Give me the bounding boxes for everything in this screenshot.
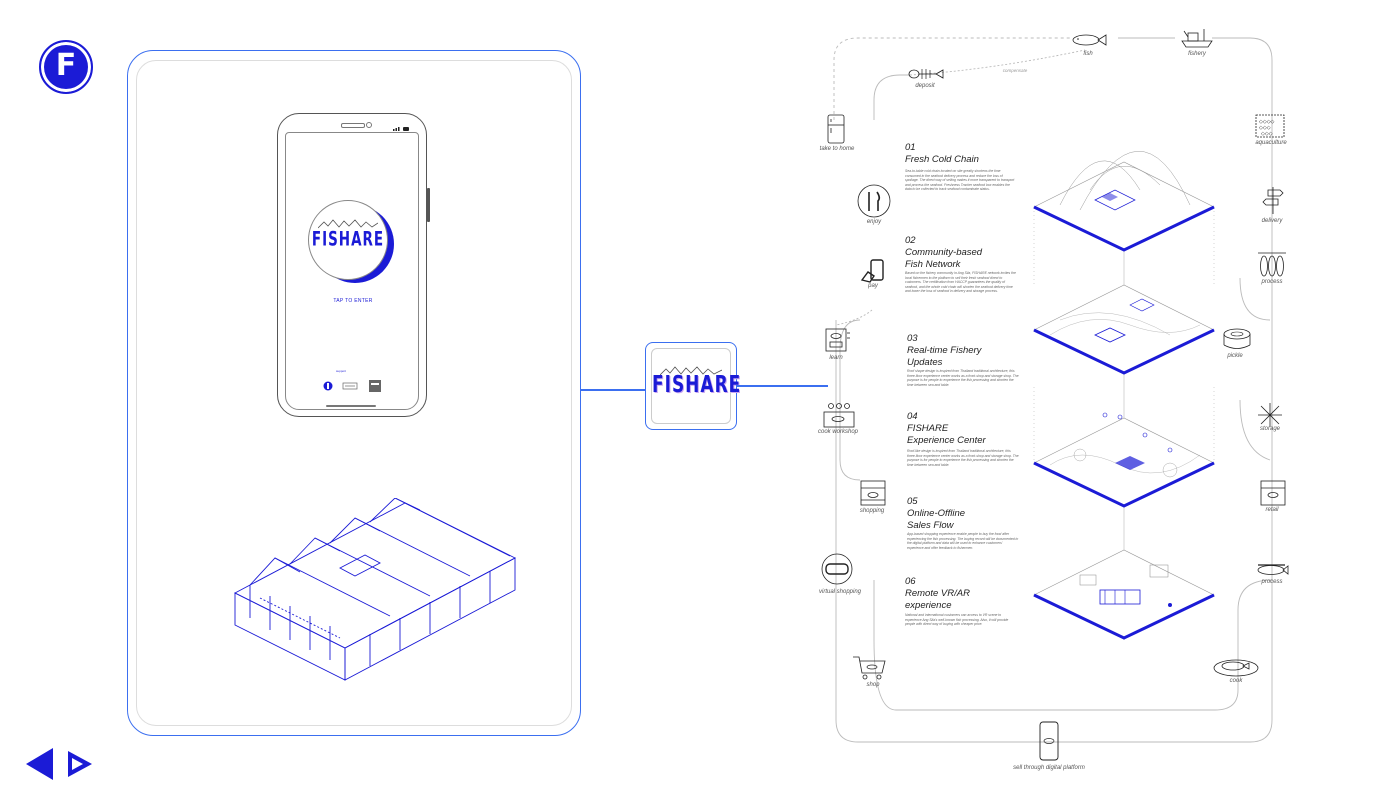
app-splash-title: FISHARE [311,227,385,251]
mockup-frame [127,50,581,736]
node-label-sell-digital: sell through digital platform [1013,765,1085,771]
node-label-cook-workshop: cook workshop [817,429,859,435]
node-label-delivery: delivery [1261,218,1283,224]
fork-knife-icon[interactable] [857,184,891,218]
svg-text:◇◇◇: ◇◇◇ [1261,131,1273,137]
node-label-fish: fish [1083,51,1093,57]
section-title: Community-based Fish Network [905,247,983,270]
fish-icon[interactable] [1071,33,1107,47]
node-label-process-1: process [1261,279,1283,285]
section-number: 04 [907,411,918,422]
section-title: Real-time Fishery Updates [907,345,982,368]
node-label-shopping: shopping [859,508,885,514]
shop-front-icon[interactable] [860,480,886,506]
section-body: Based on the fishery community in Ang Si… [905,271,1016,294]
mountain-icon [660,366,722,376]
partner-logos [323,380,381,392]
shopping-cart-icon[interactable] [852,655,886,681]
hanging-fish-icon[interactable] [1257,251,1287,279]
badge-letter: F [55,48,77,83]
node-label-virtual-shopping: virtual shopping [818,589,862,595]
phone-side-button [427,188,430,222]
svg-text:◇◇◇◇: ◇◇◇◇ [1259,119,1275,125]
section-number: 05 [907,496,918,507]
pay-phone-hand-icon[interactable] [860,258,886,284]
next-arrow-hole [72,758,83,770]
phone-camera [366,122,372,128]
cooked-fish-plate-icon[interactable] [1213,657,1259,677]
center-logo-inner [651,348,731,424]
book-learn-icon[interactable] [825,328,851,352]
node-label-learn: learn [829,355,843,361]
app-splash-logo [308,200,388,280]
node-label-process-2: process [1261,579,1283,585]
node-label-retail: retail [1265,507,1279,513]
snowflake-icon[interactable] [1257,402,1283,428]
section-number: 03 [907,333,918,344]
node-label-storage: storage [1259,426,1281,432]
node-label-pay: pay [868,283,878,289]
section-title: FISHARE Experience Center [907,423,986,446]
vr-headset-icon[interactable] [820,553,854,585]
section-title: Online-Offline Sales Flow [907,508,966,531]
connector-line [736,385,828,387]
section-number: 02 [905,235,916,246]
mockup-frame-inner [136,60,572,726]
network-loop [833,37,1273,743]
node-label-cook: cook [1229,678,1243,684]
fishare-badge-logo[interactable]: F [39,40,93,94]
node-label-take-to-home: take to home [819,146,855,152]
fish-can-icon[interactable] [1222,328,1252,352]
aquaculture-net-icon[interactable]: ◇◇◇◇ ◇◇◇ ◇◇◇ [1255,114,1285,138]
fish-bone-icon[interactable] [908,67,944,81]
smartphone-icon[interactable] [1039,721,1059,761]
node-label-deposit: deposit [915,83,935,89]
phone-home-indicator [326,405,376,407]
section-body: App-based shopping experience enable peo… [907,532,1019,550]
node-label-aquaculture: aquaculture [1255,140,1287,146]
status-icons [393,127,409,131]
section-title: Remote VR/AR experience [905,588,970,611]
building-isometric-drawing [234,498,516,681]
fish-fillet-icon[interactable] [1255,562,1289,578]
node-label-enjoy: enjoy [866,219,882,225]
section-number: 06 [905,576,916,587]
section-body: Roof-like design is inspired from Thaila… [907,449,1019,467]
section-body: National and international customers can… [905,613,1009,627]
previous-arrow-icon[interactable] [26,748,53,780]
section-title: Fresh Cold Chain [905,154,979,165]
retail-store-icon[interactable] [1260,480,1286,506]
connector-line [581,389,645,391]
phone-speaker [341,123,365,128]
phone-screen[interactable] [285,132,419,410]
node-label-shop: shop [866,682,880,688]
partner-label: support [336,369,347,373]
node-label-fishery: fishery [1188,51,1206,57]
svg-text:◇◇◇: ◇◇◇ [1259,125,1271,131]
mountain-icon [318,219,378,229]
fishing-boat-icon[interactable] [1180,27,1214,49]
cook-workshop-icon[interactable] [822,402,856,428]
center-logo-title: FISHARE [652,371,742,399]
refrigerator-icon[interactable] [825,114,847,144]
node-label-compensate: compensate [1002,68,1028,73]
section-number: 01 [905,142,916,153]
tap-to-enter-button[interactable]: TAP TO ENTER [333,298,373,304]
signpost-icon[interactable] [1262,185,1284,215]
section-body: Sea-to-table cold chain located on site … [905,169,1015,192]
section-body: Roof shape design is inspired from Thail… [907,369,1019,387]
stacked-floor-plans [1033,151,1215,640]
node-label-pickle: pickle [1227,353,1243,359]
